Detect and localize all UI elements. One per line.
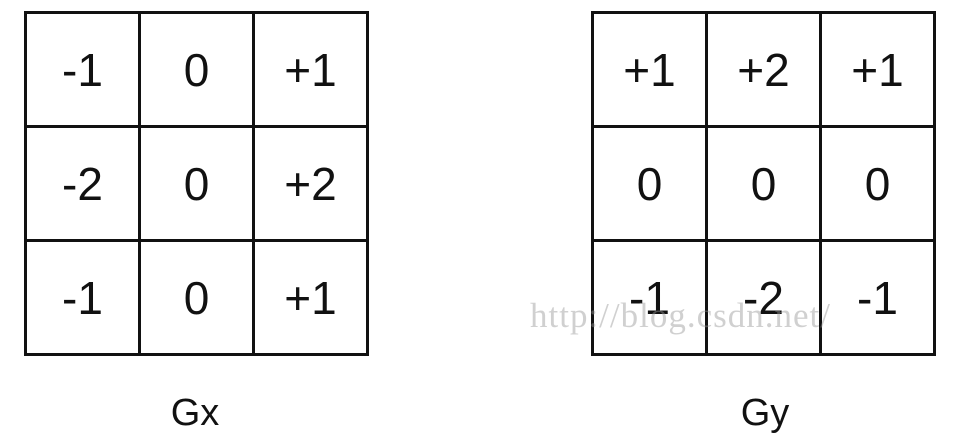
gx-caption: Gx <box>170 392 220 434</box>
gy-cell-r3c1: -1 <box>594 242 708 356</box>
gy-cell-r3c3: -1 <box>822 242 936 356</box>
gx-kernel: -1 0 +1 -2 0 +2 -1 0 +1 <box>24 11 369 356</box>
gx-cell-r1c2: 0 <box>141 14 255 128</box>
gx-cell-r2c3: +2 <box>255 128 369 242</box>
gx-cell-r2c1: -2 <box>27 128 141 242</box>
gx-cell-r3c2: 0 <box>141 242 255 356</box>
gx-cell-r3c1: -1 <box>27 242 141 356</box>
gx-cell-r1c1: -1 <box>27 14 141 128</box>
gx-matrix: -1 0 +1 -2 0 +2 -1 0 +1 <box>24 11 369 356</box>
gy-cell-r2c2: 0 <box>708 128 822 242</box>
gx-cell-r1c3: +1 <box>255 14 369 128</box>
gy-matrix: +1 +2 +1 0 0 0 -1 -2 -1 <box>591 11 936 356</box>
gy-cell-r2c1: 0 <box>594 128 708 242</box>
gy-cell-r1c3: +1 <box>822 14 936 128</box>
gx-cell-r3c3: +1 <box>255 242 369 356</box>
gy-cell-r3c2: -2 <box>708 242 822 356</box>
gy-cell-r2c3: 0 <box>822 128 936 242</box>
gy-cell-r1c2: +2 <box>708 14 822 128</box>
gy-kernel: +1 +2 +1 0 0 0 -1 -2 -1 <box>591 11 936 356</box>
gy-caption: Gy <box>740 392 790 434</box>
gx-cell-r2c2: 0 <box>141 128 255 242</box>
gy-cell-r1c1: +1 <box>594 14 708 128</box>
